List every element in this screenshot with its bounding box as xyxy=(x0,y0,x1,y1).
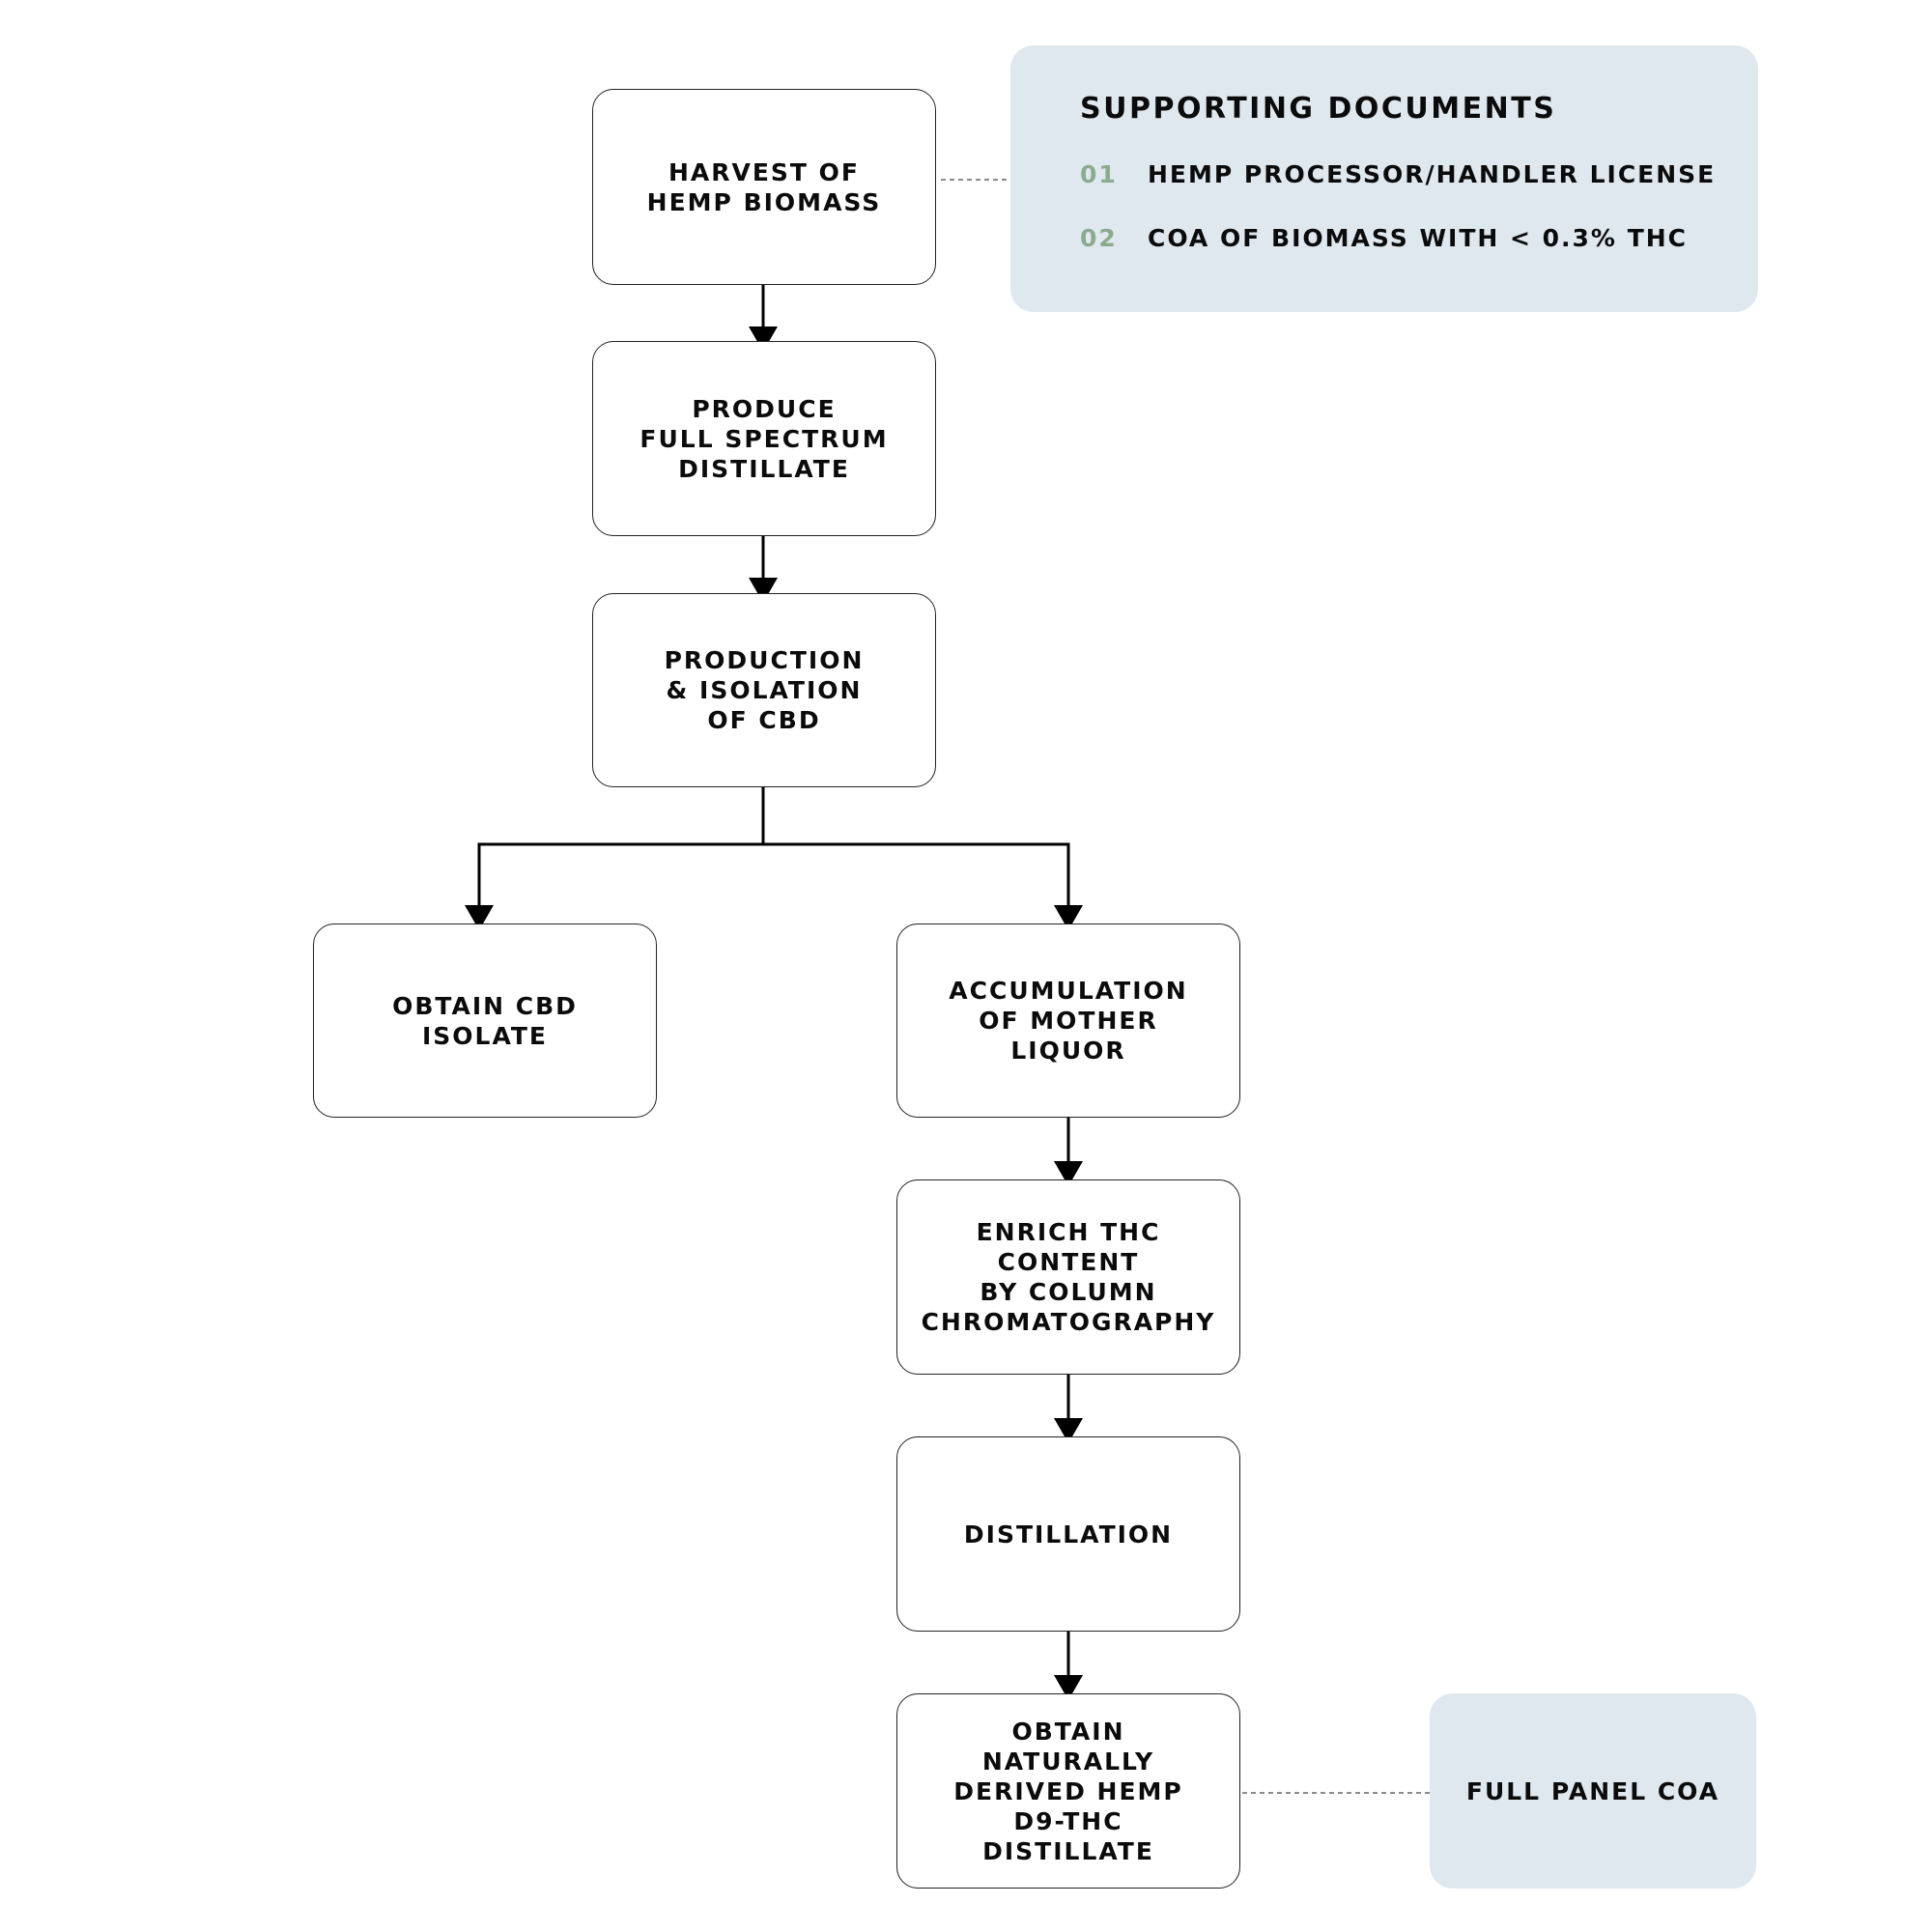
branch-connector-right xyxy=(763,842,1070,918)
document-item-label: Hemp Processor/Handler License xyxy=(1148,160,1717,188)
branch-connector xyxy=(477,787,765,918)
supporting-documents-panel: Supporting Documents 01 Hemp Processor/H… xyxy=(1010,45,1758,312)
step-enrich-box: Enrich THC Content by Column Chromatogra… xyxy=(896,1179,1240,1375)
step-mother-liquor-label: Accumulation of Mother Liquor xyxy=(949,977,1188,1065)
arrowhead-mother-liquor xyxy=(1054,905,1083,930)
document-item-number: 01 xyxy=(1080,160,1118,188)
document-item: 01 Hemp Processor/Handler License xyxy=(1080,160,1716,188)
step-final-label: Obtain Naturally Derived Hemp D9-THC Dis… xyxy=(953,1717,1183,1865)
document-item-number: 02 xyxy=(1080,224,1118,252)
document-item: 02 COA of Biomass with < 0.3% THC xyxy=(1080,224,1688,252)
document-item-label: COA of Biomass with < 0.3% THC xyxy=(1148,224,1689,252)
step-final-box: Obtain Naturally Derived Hemp D9-THC Dis… xyxy=(896,1693,1240,1889)
step-distillation-label: Distillation xyxy=(963,1520,1174,1548)
step-obtain-cbd-label: Obtain CBD Isolate xyxy=(392,991,578,1050)
step-harvest-label: Harvest of Hemp Biomass xyxy=(646,157,882,216)
arrowhead-distillation xyxy=(1054,1418,1083,1443)
step-isolation-box: Production & Isolation of CBD xyxy=(592,593,936,787)
arrowhead-isolation xyxy=(749,578,778,603)
step-mother-liquor-box: Accumulation of Mother Liquor xyxy=(896,923,1240,1118)
step-distillation-box: Distillation xyxy=(896,1436,1240,1632)
arrowhead-obtain-cbd xyxy=(465,905,494,930)
step-produce-box: Produce Full Spectrum Distillate xyxy=(592,341,936,536)
full-panel-coa-box: Full Panel COA xyxy=(1430,1693,1756,1889)
arrowhead-final xyxy=(1054,1675,1083,1700)
step-enrich-label: Enrich THC Content by Column Chromatogra… xyxy=(921,1218,1216,1336)
arrowhead-produce xyxy=(749,327,778,352)
step-obtain-cbd-box: Obtain CBD Isolate xyxy=(313,923,657,1118)
step-produce-label: Produce Full Spectrum Distillate xyxy=(639,394,889,483)
step-isolation-label: Production & Isolation of CBD xyxy=(664,646,865,734)
arrowhead-enrich xyxy=(1054,1161,1083,1186)
supporting-documents-title: Supporting Documents xyxy=(1080,92,1557,126)
step-harvest-box: Harvest of Hemp Biomass xyxy=(592,89,936,285)
full-panel-coa-label: Full Panel COA xyxy=(1465,1776,1720,1805)
